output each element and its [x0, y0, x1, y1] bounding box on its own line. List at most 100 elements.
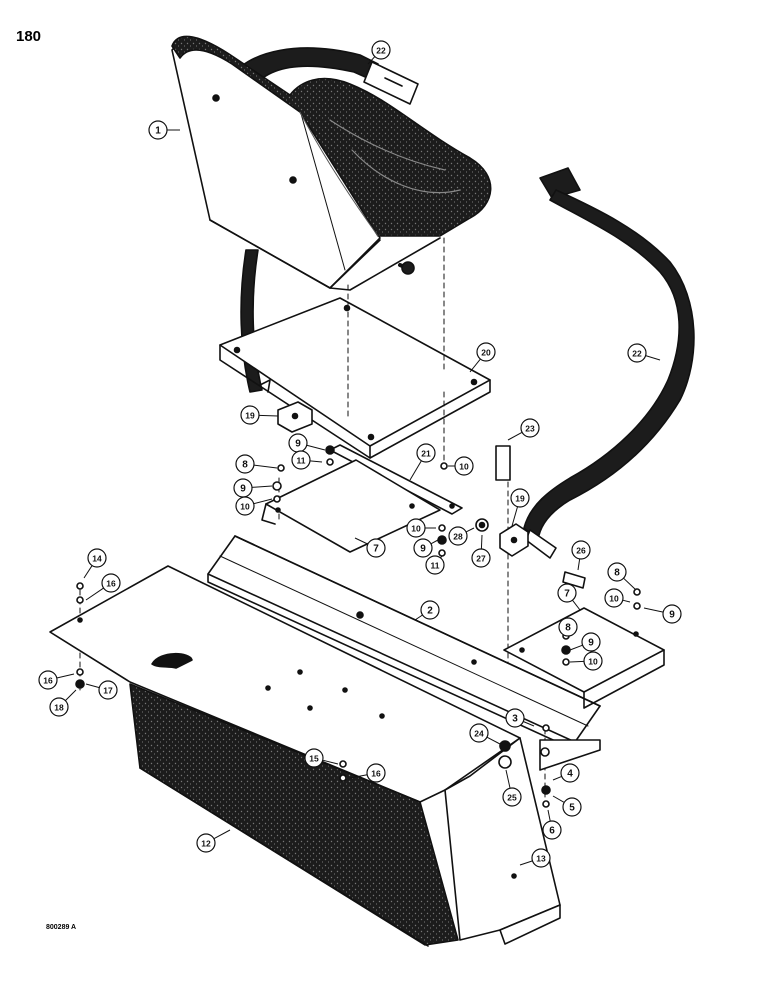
- callout-16: 16: [85, 573, 121, 601]
- callout-leader: [85, 683, 100, 689]
- callout-number: 19: [515, 494, 525, 504]
- callout-27: 27: [471, 534, 491, 568]
- callout-circle: [562, 797, 582, 817]
- callout-11: 11: [291, 450, 323, 470]
- callout-8: 8: [235, 454, 278, 474]
- callout-circle: [510, 488, 530, 508]
- callout-leader: [511, 506, 519, 527]
- callout-number: 9: [420, 544, 426, 555]
- callout-leader: [547, 809, 551, 822]
- callout-circle: [604, 588, 624, 608]
- callout-8: 8: [607, 562, 637, 591]
- callout-number: 8: [565, 623, 571, 634]
- callout-circle: [627, 343, 647, 363]
- callout-8: 8: [558, 617, 578, 637]
- callout-layer: 1234567788899999101010101011111213141516…: [38, 40, 682, 868]
- callout-6: 6: [542, 809, 562, 840]
- callout-circle: [571, 540, 591, 560]
- callout-leader: [253, 464, 278, 469]
- callout-14: 14: [83, 548, 107, 579]
- callout-number: 26: [576, 546, 586, 556]
- callout-number: 27: [476, 554, 486, 564]
- callout-circle: [49, 697, 69, 717]
- callout-circle: [557, 583, 577, 603]
- callout-9: 9: [288, 433, 326, 453]
- callout-25: 25: [502, 769, 522, 807]
- callout-circle: [448, 526, 468, 546]
- bracket-left: [277, 401, 313, 433]
- callout-leader: [643, 607, 664, 613]
- callout-leader: [349, 774, 368, 779]
- callout-leader: [569, 644, 583, 651]
- callout-circle: [581, 632, 601, 652]
- callout-number: 16: [371, 769, 381, 779]
- callout-number: 9: [295, 439, 301, 450]
- callout-leader: [465, 527, 475, 533]
- callout-leader: [414, 614, 423, 621]
- callout-circle: [476, 342, 496, 362]
- callout-21: 21: [409, 443, 436, 481]
- callout-number: 19: [245, 411, 255, 421]
- callout-circle: [413, 538, 433, 558]
- callout-10: 10: [569, 651, 603, 671]
- callout-number: 9: [669, 610, 675, 621]
- callout-circle: [240, 405, 260, 425]
- callout-number: 7: [373, 544, 379, 555]
- callout-number: 10: [609, 594, 619, 604]
- seat-base-plate: [219, 297, 491, 459]
- callout-leader: [65, 689, 77, 701]
- callout-circle: [662, 604, 682, 624]
- callout-leader: [83, 565, 93, 579]
- callout-number: 6: [549, 826, 555, 837]
- callout-leader: [258, 414, 279, 417]
- callout-circle: [98, 680, 118, 700]
- callout-number: 5: [569, 803, 575, 814]
- callout-1: 1: [148, 120, 180, 140]
- callout-number: 8: [614, 568, 620, 579]
- callout-leader: [507, 431, 523, 441]
- callout-number: 18: [54, 703, 64, 713]
- callout-number: 8: [242, 460, 248, 471]
- callout-circle: [101, 573, 121, 593]
- callout-circle: [304, 748, 324, 768]
- cross-member: [207, 535, 601, 771]
- callout-leader: [645, 355, 661, 361]
- callout-18: 18: [49, 689, 77, 717]
- fasteners: [75, 445, 641, 808]
- callout-number: 25: [507, 793, 517, 803]
- callout-leader: [213, 829, 231, 840]
- callout-circle: [87, 548, 107, 568]
- callout-circle: [531, 848, 551, 868]
- callout-number: 10: [459, 462, 469, 472]
- callout-2: 2: [414, 600, 440, 621]
- callout-leader: [409, 460, 422, 481]
- callout-number: 1: [155, 126, 161, 137]
- callout-number: 2: [427, 606, 433, 617]
- callout-number: 15: [309, 754, 319, 764]
- callout-number: 17: [103, 686, 113, 696]
- callout-circle: [502, 787, 522, 807]
- seat-cushion: [171, 35, 492, 275]
- callout-number: 11: [297, 456, 306, 466]
- callout-10: 10: [406, 518, 436, 538]
- callout-leader: [486, 736, 501, 745]
- figure-code: 800289 A: [46, 924, 77, 931]
- callout-circle: [235, 496, 255, 516]
- callout-number: 22: [376, 46, 386, 56]
- callout-19: 19: [240, 405, 279, 425]
- callout-number: 28: [453, 532, 463, 542]
- seat-belt-left: [229, 47, 419, 393]
- callout-circle: [560, 763, 580, 783]
- callout-leader: [309, 460, 323, 463]
- callout-circle: [505, 708, 525, 728]
- callout-20: 20: [469, 342, 496, 373]
- callout-number: 10: [588, 657, 598, 667]
- callout-leader: [85, 587, 104, 601]
- callout-number: 22: [632, 349, 642, 359]
- callout-26: 26: [571, 540, 591, 571]
- callout-9: 9: [643, 604, 682, 624]
- callout-28: 28: [448, 526, 475, 546]
- callout-13: 13: [519, 848, 551, 868]
- callout-9: 9: [413, 538, 439, 558]
